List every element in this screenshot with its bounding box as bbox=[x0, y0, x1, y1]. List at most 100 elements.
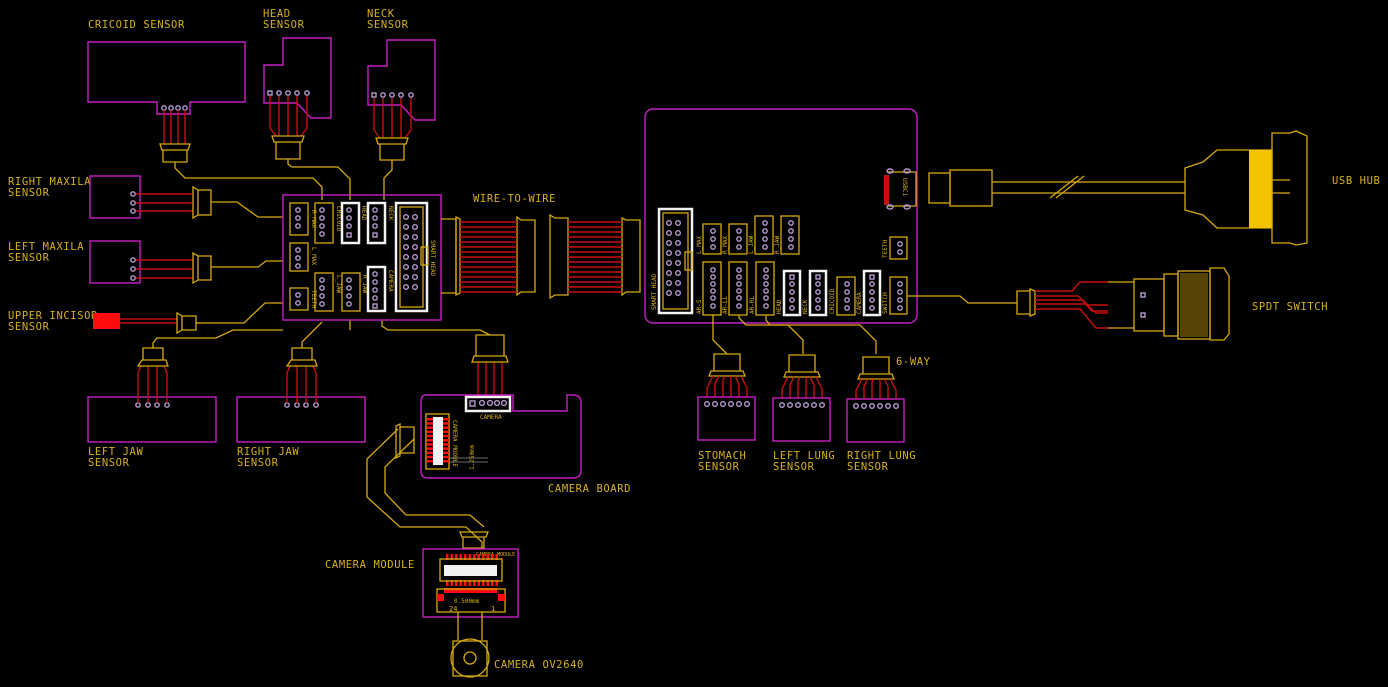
sensor-pad bbox=[853, 403, 860, 410]
header-pin bbox=[666, 229, 673, 236]
connector-teeth bbox=[289, 287, 309, 311]
fpc-pad bbox=[495, 580, 498, 586]
header-pin bbox=[675, 229, 682, 236]
camera-module-pitch-label: 0.500mm bbox=[454, 598, 480, 605]
head-pads bbox=[267, 90, 310, 96]
sensor-pad bbox=[819, 402, 826, 409]
camera-board-outline bbox=[420, 394, 582, 479]
label-camera: CAMERA bbox=[387, 270, 394, 292]
six-way-plugs bbox=[708, 353, 895, 380]
fpc-pad bbox=[443, 426, 449, 429]
header-pin bbox=[403, 223, 410, 230]
label-l-jaw: L_JAW bbox=[335, 275, 342, 293]
sensor-pad bbox=[704, 401, 711, 408]
camera-module-board bbox=[422, 548, 519, 618]
fpc-pad bbox=[443, 434, 449, 438]
sensor-pad bbox=[877, 403, 884, 410]
fpc-pad bbox=[446, 554, 449, 560]
sensor-pad bbox=[861, 403, 868, 410]
usb-hub-label: USB HUB bbox=[1332, 175, 1380, 187]
header-pin bbox=[666, 270, 673, 277]
header-pin bbox=[412, 223, 419, 230]
svg-text:AR-LL: AR-LL bbox=[722, 296, 729, 314]
header-pin bbox=[412, 213, 419, 220]
fpc-pad bbox=[455, 554, 458, 560]
connector-camera bbox=[366, 265, 387, 313]
header-pin bbox=[666, 239, 673, 246]
right-lung-sensor-board bbox=[846, 398, 905, 443]
left-jaw-pads bbox=[135, 402, 170, 408]
connector-l-jaw bbox=[314, 272, 334, 312]
svg-text:1: 1 bbox=[491, 605, 495, 613]
svg-text:NECK: NECK bbox=[802, 299, 809, 314]
svg-text:TEETH: TEETH bbox=[882, 240, 889, 258]
right-maxila-board bbox=[89, 175, 141, 219]
sensor-pad bbox=[720, 401, 727, 408]
left-maxila-label-1: LEFT MAXILA bbox=[8, 241, 84, 253]
svg-text:SMART HEAD: SMART HEAD bbox=[651, 273, 658, 310]
header-pin bbox=[412, 274, 419, 281]
fpc-pad bbox=[443, 418, 449, 421]
fpc-pad bbox=[473, 554, 476, 560]
svg-text:USBC1: USBC1 bbox=[901, 178, 908, 196]
fpc-pad bbox=[495, 554, 498, 560]
connector-r-jaw bbox=[341, 272, 361, 312]
fpc-pad bbox=[482, 554, 485, 560]
sensor-pad bbox=[736, 401, 743, 408]
neck-sensor-label-2: SENSOR bbox=[367, 19, 409, 31]
stomach-sensor-board bbox=[697, 396, 756, 441]
sensor-pad bbox=[893, 403, 900, 410]
stomach-label-1: STOMACH bbox=[698, 450, 746, 462]
svg-text:24: 24 bbox=[449, 605, 457, 613]
header-pin bbox=[403, 264, 410, 271]
left-jaw-label-1: LEFT JAW bbox=[88, 446, 143, 458]
fpc-pad bbox=[427, 455, 433, 459]
fpc-pad bbox=[443, 430, 449, 434]
camera-ov2640-lens bbox=[450, 638, 490, 678]
label-cricoid: CRICOID bbox=[335, 206, 342, 232]
header-pin bbox=[675, 239, 682, 246]
right-maxila-label-2: SENSOR bbox=[8, 187, 50, 199]
left-jaw-label-2: SENSOR bbox=[88, 457, 130, 469]
connector-l-max bbox=[289, 242, 309, 272]
usbc1-connector: USBC1 bbox=[884, 168, 917, 210]
camera-module-connector: CAMERA MODULE 0.500mm 24 1 bbox=[436, 552, 515, 613]
fpc-pad bbox=[459, 554, 462, 560]
neck-sensor-label-1: NECK bbox=[367, 8, 395, 20]
fpc-pad bbox=[427, 451, 433, 455]
svg-text:L_JAW: L_JAW bbox=[748, 236, 755, 254]
sensor-wires bbox=[120, 96, 503, 403]
fpc-pad bbox=[459, 580, 462, 586]
sensor-pad bbox=[787, 402, 794, 409]
main-connector-neck bbox=[808, 269, 828, 317]
right-jaw-pads bbox=[284, 402, 319, 408]
upper-incisor-sensor bbox=[93, 313, 120, 329]
header-pin bbox=[666, 249, 673, 256]
sensor-plugs bbox=[136, 135, 509, 367]
camera-board-pitch-label: 1.250mm bbox=[469, 444, 476, 470]
main-board-connectors: SMART HEAD L_MAX R_MAX L_JAW R_JAW AR-S … bbox=[651, 168, 917, 317]
label-r-jaw: R_JAW bbox=[361, 275, 368, 293]
main-connector-ar-s bbox=[702, 261, 722, 316]
right-maxila-label-1: RIGHT MAXILA bbox=[8, 176, 91, 188]
usb-hub bbox=[928, 130, 1308, 246]
sensor-pad bbox=[744, 401, 751, 408]
svg-text:CAMERA: CAMERA bbox=[856, 292, 863, 314]
fpc-pad bbox=[443, 451, 449, 455]
sensor-pad bbox=[803, 402, 810, 409]
left-lung-label-2: SENSOR bbox=[773, 461, 815, 473]
main-connector-teeth bbox=[889, 236, 908, 260]
header-pin bbox=[403, 243, 410, 250]
fpc-pad bbox=[468, 554, 471, 560]
wire-to-wire-label: WIRE-TO-WIRE bbox=[473, 193, 556, 205]
fpc-pad bbox=[427, 422, 433, 425]
svg-text:HEAD: HEAD bbox=[776, 299, 783, 314]
header-pin bbox=[403, 274, 410, 281]
fpc-pad bbox=[446, 580, 449, 586]
fpc-contacts bbox=[444, 588, 497, 593]
header-pin bbox=[403, 213, 410, 220]
fpc-pad bbox=[464, 580, 467, 586]
upper-incisor-label-2: SENSOR bbox=[8, 321, 50, 333]
camera-board-camera-label: CAMERA bbox=[480, 414, 502, 421]
left-board-connectors: R_MAX CRICOID HEAD NECK L_MAX TEETH L_JA… bbox=[289, 201, 436, 313]
